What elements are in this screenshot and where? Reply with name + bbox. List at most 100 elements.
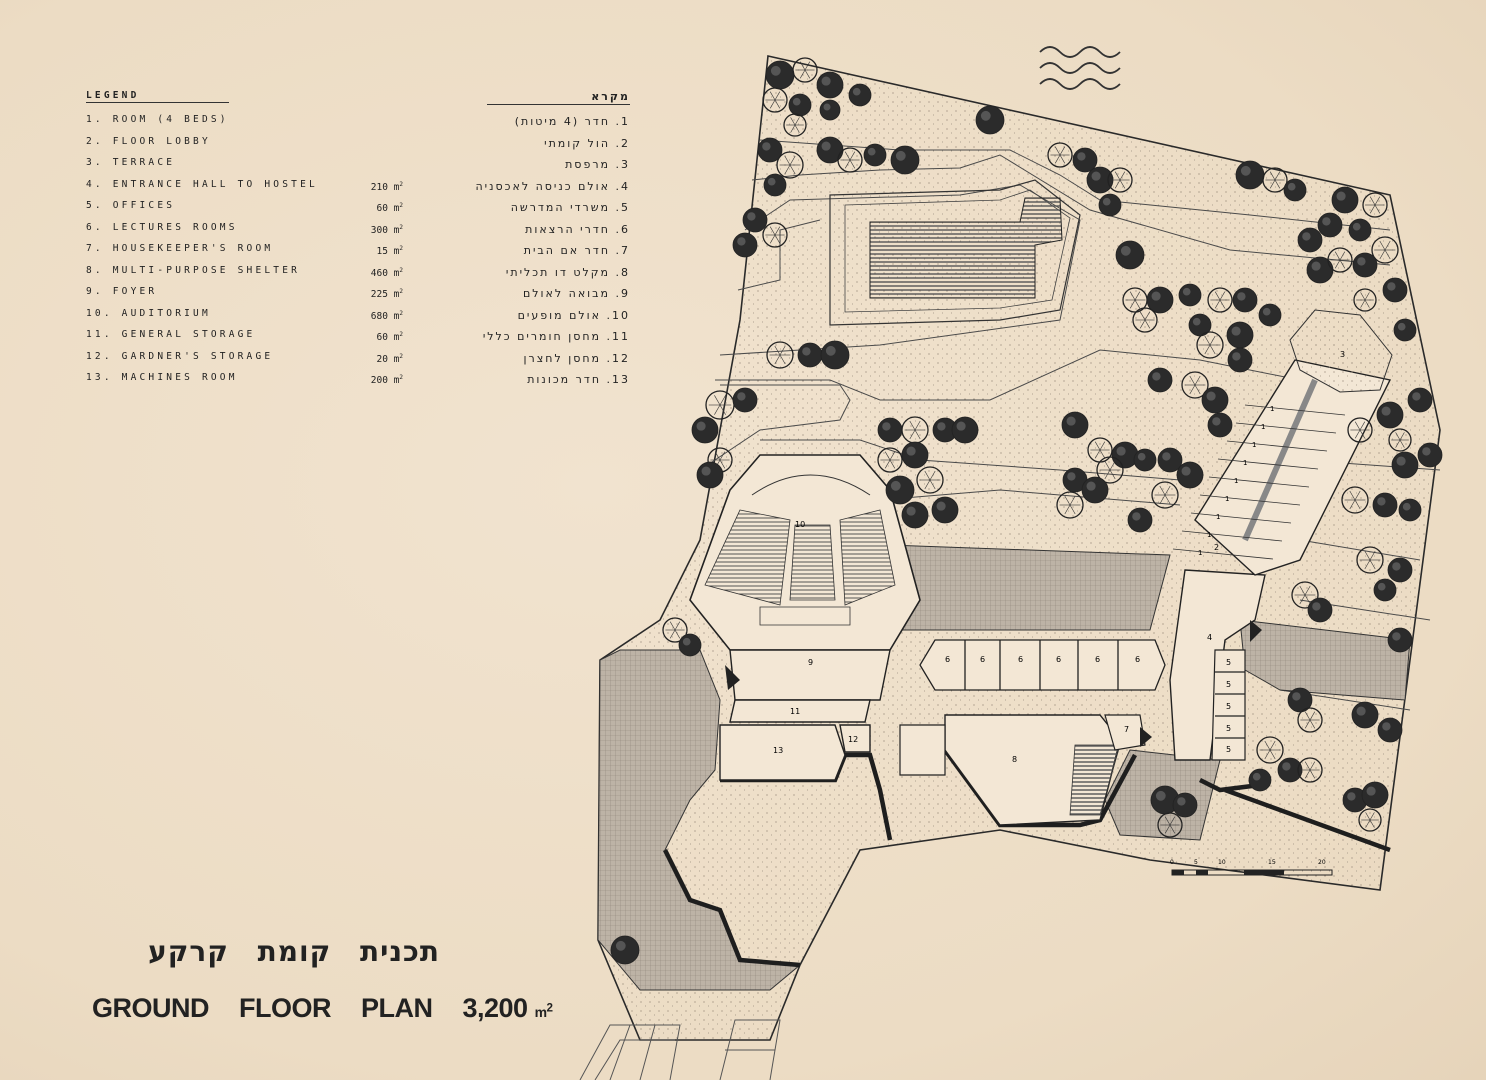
- tree: [1287, 687, 1313, 713]
- scale-label: 15: [1268, 859, 1276, 866]
- tree: [1277, 757, 1303, 783]
- room-label-3: 3: [1340, 350, 1345, 359]
- tree: [1362, 192, 1388, 218]
- tree: [1235, 160, 1265, 190]
- tree: [816, 71, 844, 99]
- tree: [1307, 597, 1333, 623]
- tree: [1388, 428, 1412, 452]
- tree: [766, 341, 794, 369]
- tree: [1393, 318, 1417, 342]
- legend-he-item: 9. מבואה לאולם: [522, 287, 630, 300]
- legend-he-title: מקרא: [487, 90, 630, 105]
- total-area-unit: m2: [534, 1001, 553, 1020]
- legend-hebrew: מקרא 1. חדר (4 מיטות) 2. הול קומתי 3. מרפס…: [400, 90, 630, 391]
- legend-he-item: 7. חדר אם הבית: [523, 244, 630, 257]
- tree: [762, 87, 788, 113]
- tree: [1232, 287, 1258, 313]
- tree: [732, 387, 758, 413]
- tree: [1352, 252, 1378, 278]
- legend-en-label: 4. ENTRANCE HALL TO HOSTEL: [86, 178, 318, 190]
- tree: [1226, 321, 1254, 349]
- room-label-9: 9: [808, 658, 813, 667]
- title-word-floor: FLOOR: [239, 993, 332, 1023]
- legend-he-item: 2. הול קומתי: [544, 136, 630, 150]
- tree: [1371, 236, 1399, 264]
- legend-en-label: 11. GENERAL STORAGE: [86, 329, 256, 340]
- room-label-10: 10: [795, 520, 805, 529]
- tree: [1417, 442, 1443, 468]
- tree: [1056, 491, 1084, 519]
- legend-area: 60 m2: [376, 202, 403, 215]
- tree: [1132, 307, 1158, 333]
- parking-stripes: [579, 1019, 781, 1080]
- room-label-5: 5: [1226, 680, 1231, 689]
- tree: [1351, 701, 1379, 729]
- room-label-1: 1: [1216, 513, 1220, 521]
- tree: [742, 207, 768, 233]
- tree: [951, 416, 979, 444]
- legend-en-label: 10. AUDITORIUM: [86, 307, 211, 319]
- legend-area: 680 m2: [370, 309, 403, 322]
- tree: [1327, 247, 1353, 273]
- tree: [705, 390, 735, 420]
- total-area: 3,200: [462, 993, 529, 1023]
- title-word-ground: GROUND: [92, 993, 210, 1023]
- tree: [1297, 227, 1323, 253]
- legend-area: 20 m2: [376, 352, 403, 365]
- plan-title-hebrew: תכנית קומת קרקע: [148, 935, 440, 968]
- legend-he-item: 3. מרפסת: [565, 158, 630, 171]
- tree: [1178, 283, 1202, 307]
- tree: [1387, 557, 1413, 583]
- paved-areas: [597, 544, 1411, 991]
- tree: [1283, 178, 1307, 202]
- legend-en-item: 10. AUDITORIUM 680 m2: [86, 303, 446, 325]
- tree: [1047, 142, 1073, 168]
- room-label-1: 1: [1270, 405, 1274, 413]
- room-label-7: 7: [1124, 725, 1129, 734]
- tree: [1306, 256, 1334, 284]
- tree: [691, 416, 719, 444]
- tree: [901, 441, 929, 469]
- legend-he-item: 4. אולם כניסה לאכסניה: [475, 179, 630, 193]
- trees: [610, 57, 1443, 965]
- tree: [932, 417, 958, 443]
- tree: [763, 173, 787, 197]
- legend-he-item: 1. חדר (4 מיטות): [514, 115, 630, 128]
- hostel-wing: 3 2: [1172, 309, 1393, 576]
- legend-he-item: 11. מחסן חומרים כללי: [482, 330, 630, 343]
- scale-label: 5: [1194, 859, 1198, 866]
- tree: [1358, 808, 1382, 832]
- room-label-8: 8: [1012, 755, 1017, 764]
- tree: [1376, 401, 1404, 429]
- tree: [610, 935, 640, 965]
- room-label-1: 1: [1234, 477, 1238, 485]
- room-label-5: 5: [1226, 702, 1231, 711]
- tree: [1317, 212, 1343, 238]
- tree: [1098, 193, 1122, 217]
- legend-en-label: 3. TERRACE: [86, 157, 176, 168]
- room-label-6: 6: [1056, 655, 1061, 664]
- tree: [1297, 707, 1323, 733]
- scale-label: 10: [1218, 859, 1226, 866]
- auditorium-10: 10: [689, 454, 921, 651]
- tree: [1398, 498, 1422, 522]
- tree: [1347, 417, 1373, 443]
- legend-area: 460 m2: [370, 266, 403, 279]
- legend-area: 300 m2: [370, 223, 403, 236]
- tree: [1331, 186, 1359, 214]
- tree: [1256, 736, 1284, 764]
- legend-en-label: 9. FOYER: [86, 286, 158, 297]
- room-label-6: 6: [1135, 655, 1140, 664]
- entrance-arrows: [725, 620, 1262, 747]
